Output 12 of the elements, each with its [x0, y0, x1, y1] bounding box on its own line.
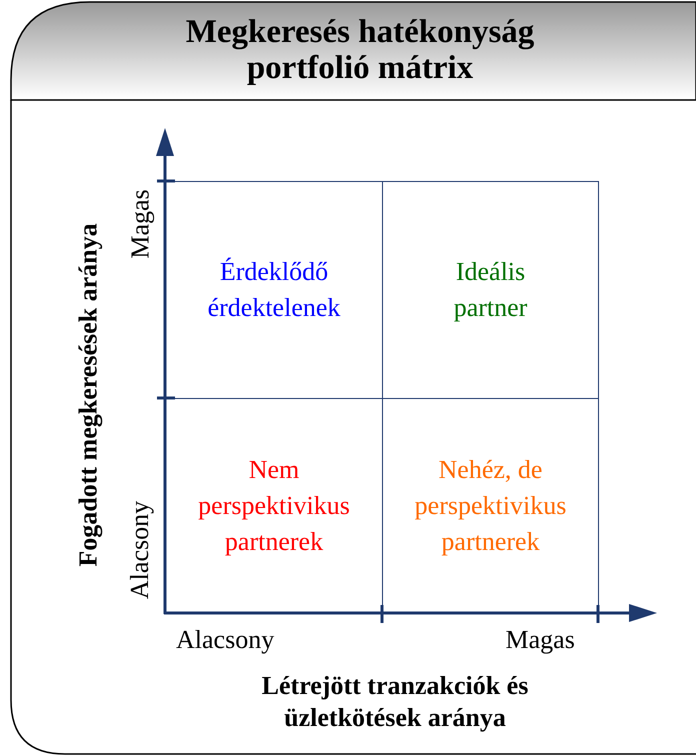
quadrant-label: Ideális partner [452, 256, 528, 324]
matrix-quadrant [382, 181, 599, 399]
quadrant-label: Érdeklődő érdektelenek [206, 256, 342, 324]
title-text: Megkeresés hatékonyság portfolió mátrix [184, 14, 536, 86]
x-axis-low-label: Alacsony [176, 625, 274, 655]
x-axis-title: Létrejött tranzakciók és üzletkötések aránya [260, 670, 530, 734]
y-axis-low-label: Alacsony [125, 500, 156, 600]
quadrant-label: Nem perspektivikus partnerek [197, 454, 351, 558]
x-axis-high-label: Magas [506, 625, 575, 655]
y-axis-high-label: Magas [125, 189, 156, 259]
y-axis-title: Fogadott megkeresések aránya [73, 223, 104, 567]
quadrant-label: Nehéz, de perspektivikus partnerek [414, 454, 568, 558]
